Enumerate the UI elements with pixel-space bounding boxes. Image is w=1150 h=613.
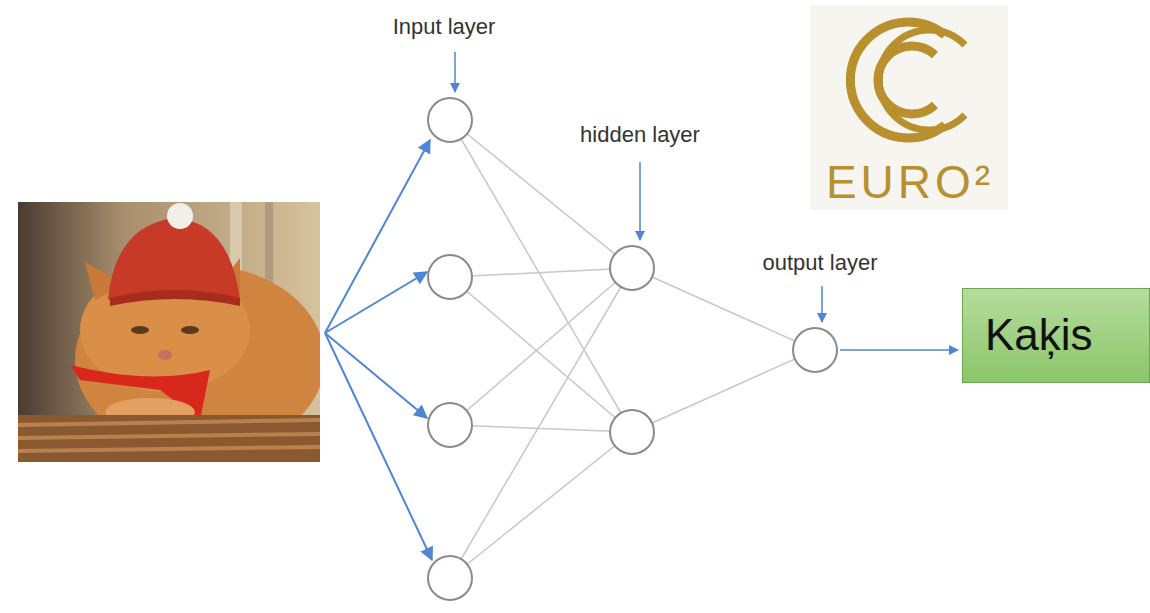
layer-label: Input layer xyxy=(393,14,496,39)
layer-label: hidden layer xyxy=(580,122,700,147)
cat-photo xyxy=(18,202,320,462)
logo-text: EURO² xyxy=(826,156,994,209)
network-weights xyxy=(450,120,815,578)
euro-logo xyxy=(810,5,1008,210)
class-label: Kaķis xyxy=(985,311,1093,359)
neurons xyxy=(428,98,837,600)
output-class-box: Kaķis xyxy=(962,288,1150,383)
layer-label: output layer xyxy=(763,250,878,275)
input-arrows xyxy=(325,140,432,560)
